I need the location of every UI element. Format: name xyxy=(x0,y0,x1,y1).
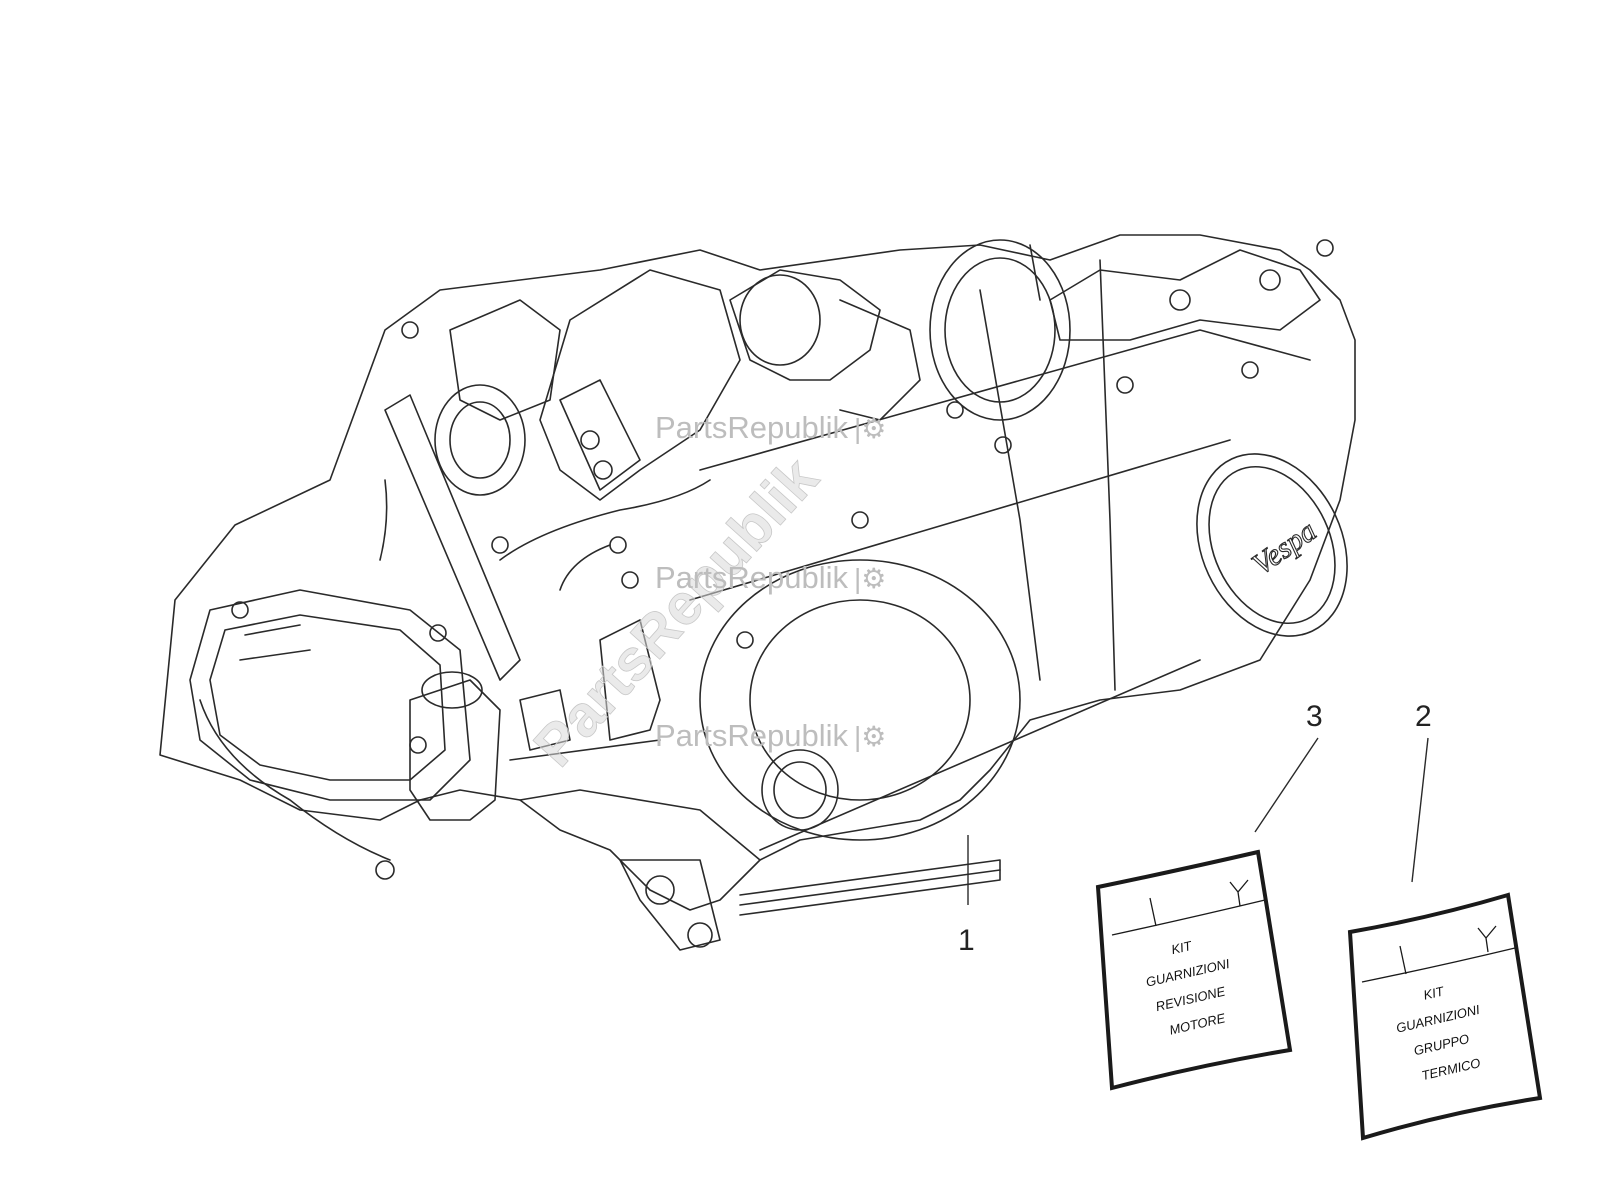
kit-2-line-4: TERMICO xyxy=(1420,1055,1482,1083)
kit-2-line-3: GRUPPO xyxy=(1412,1031,1470,1058)
callout-2: 2 xyxy=(1415,700,1432,733)
watermark-text: PartsRepublik xyxy=(655,718,848,753)
kit-3-bag: KIT GUARNIZIONI REVISIONE MOTORE xyxy=(1095,849,1293,1091)
kit-2-line-1: KIT xyxy=(1422,983,1446,1002)
watermark-text: PartsRepublik xyxy=(655,410,848,445)
vespa-logo: Vespa xyxy=(1246,514,1322,581)
leader-line-3 xyxy=(1254,737,1319,833)
kit-3-line-4: MOTORE xyxy=(1168,1010,1227,1037)
kit-3-line-3: REVISIONE xyxy=(1154,984,1227,1015)
gear-icon: |⚙ xyxy=(853,721,887,752)
callout-1: 1 xyxy=(958,924,975,957)
callout-3: 3 xyxy=(1306,700,1323,733)
kit-3-line-1: KIT xyxy=(1170,938,1194,957)
engine-drawing xyxy=(159,234,1356,951)
leader-line-2 xyxy=(1411,737,1429,883)
watermark-bottom: PartsRepublik|⚙ xyxy=(655,718,886,754)
watermark-top: PartsRepublik|⚙ xyxy=(655,410,886,446)
kit-2-bag: KIT GUARNIZIONI GRUPPO TERMICO xyxy=(1347,892,1543,1141)
gear-icon: |⚙ xyxy=(853,563,887,594)
watermark-middle: PartsRepublik|⚙ xyxy=(655,560,886,596)
kit-2-line-2: GUARNIZIONI xyxy=(1395,1002,1482,1036)
watermark-text: PartsRepublik xyxy=(655,560,848,595)
gear-icon: |⚙ xyxy=(853,413,887,444)
